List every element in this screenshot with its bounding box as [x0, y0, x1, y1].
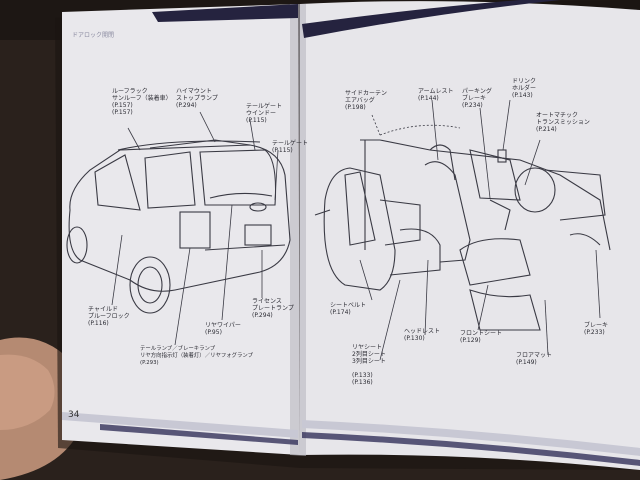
suv-leader-lines	[111, 111, 279, 346]
label-license-plate-lamp: ライセンス プレートランプ(P.294)	[252, 298, 294, 319]
label-tailgate-window: テールゲート ウインドー(P.115)	[246, 103, 283, 124]
right-header-stripe	[302, 0, 560, 38]
suv-illustration	[66, 139, 291, 314]
label-drink-holder: ドリンク ホルダー(P.143)	[512, 78, 537, 99]
label-automatic-transmission: オートマチック トランスミッション(P.214)	[536, 112, 590, 133]
label-brake: ブレーキ(P.233)	[584, 322, 609, 336]
label-floor-mat: フロアマット(P.149)	[516, 352, 553, 366]
label-rear-wiper: リヤワイパー(P.95)	[205, 322, 241, 336]
label-seatbelt: シートベルト(P.174)	[330, 302, 367, 316]
label-headrest: ヘッドレスト(P.130)	[404, 328, 441, 342]
label-front-seat: フロントシート(P.129)	[460, 330, 503, 344]
label-roof-rack: ルーフラック サンルーフ（装着車）(P.157) (P.157)	[112, 88, 172, 116]
label-parking-brake: パーキング ブレーキ(P.234)	[462, 88, 492, 109]
label-tailgate: テールゲート(P.115)	[272, 140, 309, 154]
left-header-stripe	[152, 4, 298, 22]
page-number: 34	[68, 410, 80, 420]
label-rear-seat: リヤシート 2列目シート 3列目シート (P.133) (P.136)	[352, 344, 386, 386]
label-armrest: アームレスト(P.144)	[418, 88, 454, 102]
page-header: ドアロック開閉	[72, 32, 115, 39]
left-page	[62, 4, 300, 455]
interior-leader-lines	[359, 99, 601, 361]
label-side-curtain-airbag: サイドカーテン エアバッグ(P.198)	[345, 90, 388, 111]
label-child-proof-lock: チャイルド プルーフロック(P.116)	[88, 306, 130, 327]
right-page	[300, 1, 640, 470]
label-tail-brake-lamp: テールランプ／ブレーキランプ リヤ方向指示灯（装着灯）／リヤフォグランプ(P.2…	[140, 346, 254, 366]
label-high-mount-stop-lamp: ハイマウント ストップランプ(P.294)	[176, 88, 218, 109]
interior-illustration	[314, 139, 611, 331]
